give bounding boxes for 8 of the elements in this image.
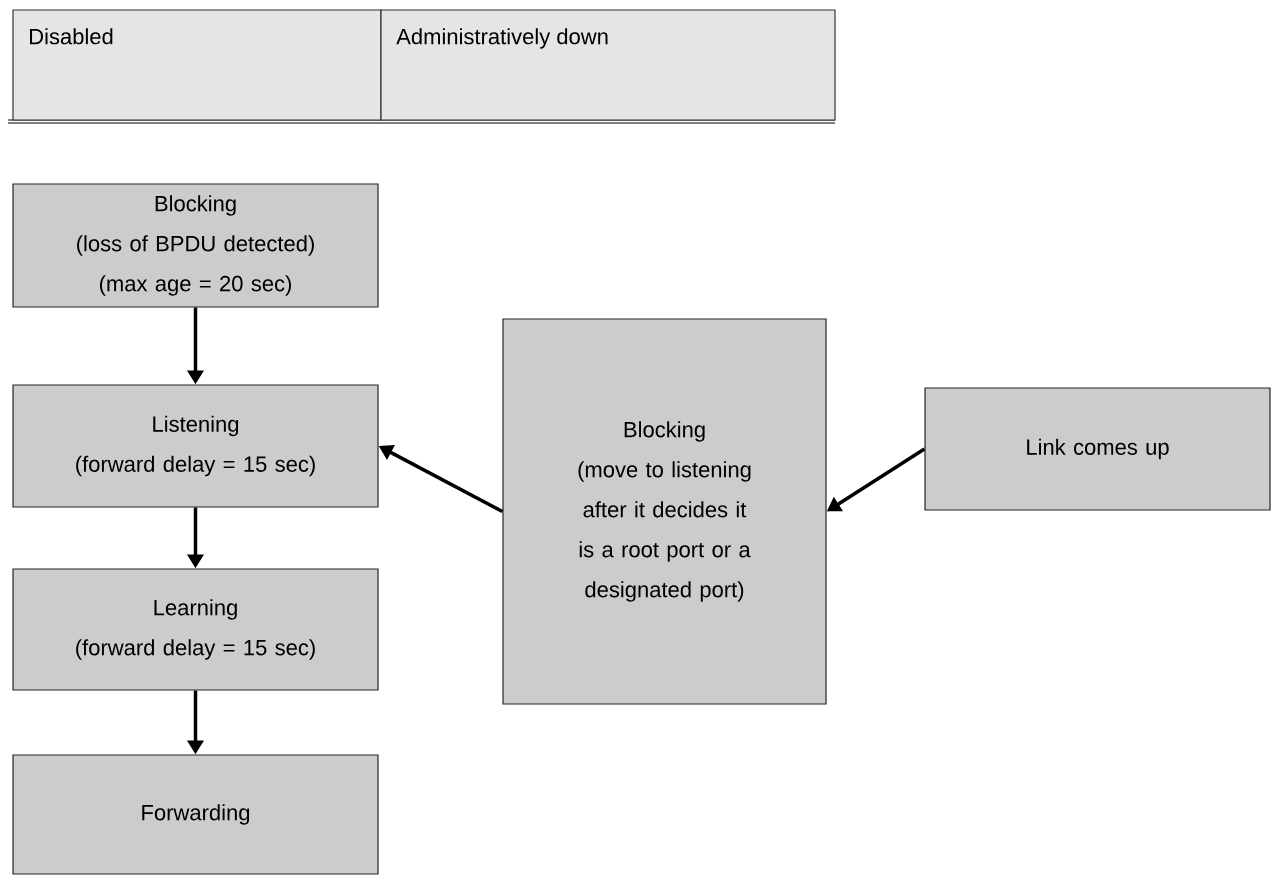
table-cell: Administratively down (380, 9, 836, 121)
state-box: Link comes up (924, 387, 1271, 511)
state-box: Blocking (loss of BPDU detected) (max age = 20 sec) (12, 183, 379, 308)
table-cell: Disabled (12, 9, 382, 121)
state-box: Listening (forward delay = 15 sec) (12, 384, 379, 508)
state-box: Learning (forward delay = 15 sec) (12, 568, 379, 691)
state-box: Blocking (move to listening after it decides it is a root port or a designated port) (502, 318, 827, 705)
state-box: Forwarding (12, 754, 379, 875)
